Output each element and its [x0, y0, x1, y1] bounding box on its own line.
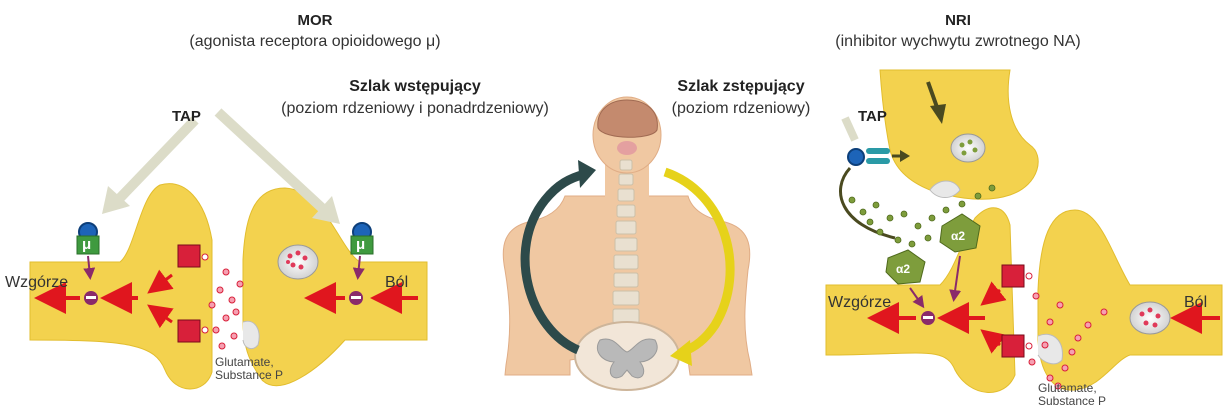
alpha2-label-1: α2: [896, 262, 910, 276]
ascending-title: Szlak wstępujący: [349, 78, 481, 96]
right-subtitle: (inhibitor wychwytu zwrotnego NA): [835, 33, 1080, 51]
left-vesicle: [278, 245, 318, 279]
left-receptor-bottom: [178, 320, 200, 342]
right-receptor-head: [848, 149, 864, 165]
left-out-label: Wzgórze: [5, 274, 68, 292]
left-neurotransmitters: [209, 269, 243, 349]
left-glutamate-line2: Substance P: [215, 369, 283, 382]
right-tap-label: TAP: [858, 108, 887, 125]
center-panel: [503, 97, 752, 390]
left-receptor-top: [178, 245, 200, 267]
left-tap-label: TAP: [172, 108, 201, 125]
right-glutamate-line2: Substance P: [1038, 395, 1106, 408]
descending-title: Szlak zstępujący: [677, 78, 804, 96]
right-vesicle: [1130, 302, 1170, 334]
left-mu-symbol: μ: [82, 236, 91, 253]
right-out-label: Wzgórze: [828, 294, 891, 312]
right-receptor-top: [1002, 265, 1024, 287]
right-tap-arrow: [845, 118, 855, 140]
right-neuron-top: [880, 70, 1038, 199]
right-receptor-bottom: [1002, 335, 1024, 357]
right-transporter: [866, 148, 890, 154]
right-reuptake-arrow: [840, 168, 895, 238]
left-mu-symbol-2: μ: [356, 236, 365, 253]
left-subtitle: (agonista receptora opioidowego μ): [189, 33, 440, 51]
right-in-label: Ból: [1184, 294, 1207, 312]
left-title: MOR: [298, 12, 333, 29]
right-title: NRI: [945, 12, 971, 29]
descending-subtitle: (poziom rdzeniowy): [672, 100, 811, 118]
alpha2-label-2: α2: [951, 229, 965, 243]
left-glutamate-label: Glutamate, Substance P: [215, 356, 283, 382]
left-in-label: Ból: [385, 274, 408, 292]
right-glutamate-label: Glutamate, Substance P: [1038, 382, 1106, 408]
ascending-subtitle: (poziom rdzeniowy i ponadrdzeniowy): [281, 100, 549, 118]
